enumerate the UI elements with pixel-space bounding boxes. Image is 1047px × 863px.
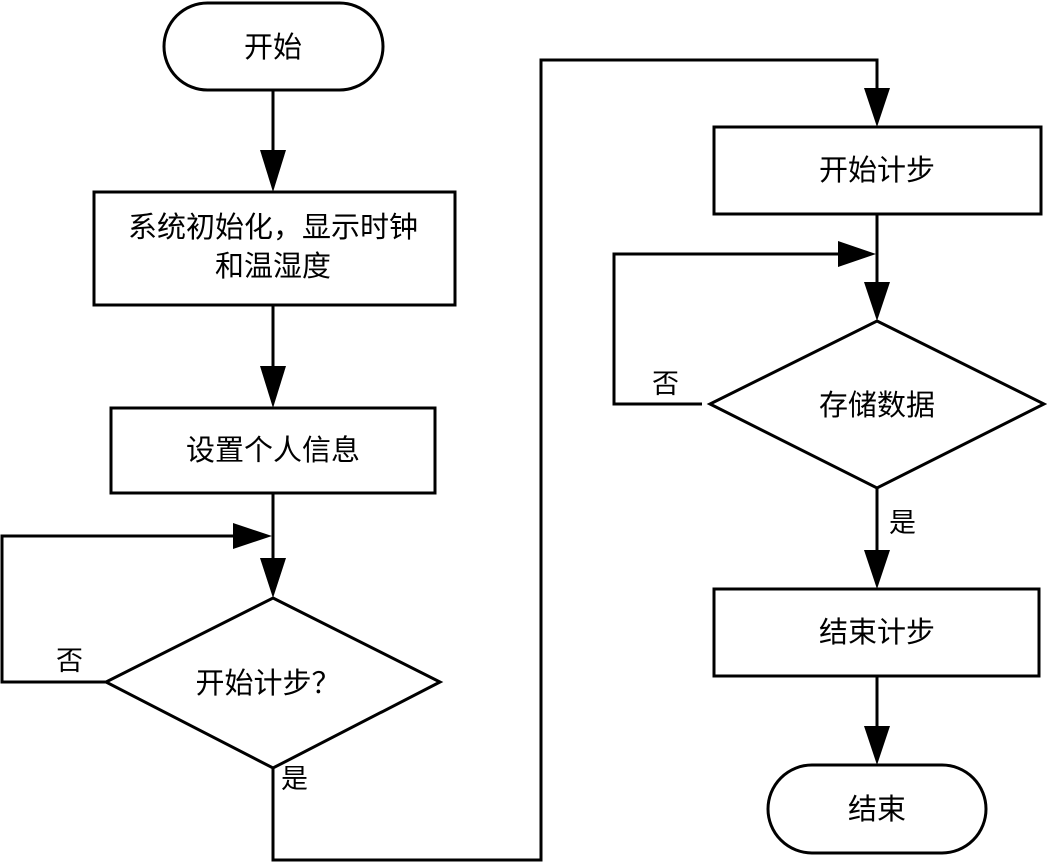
edge-endstep-end-arrowhead bbox=[864, 726, 890, 765]
edge-decision2-yes-arrowhead bbox=[864, 550, 890, 589]
edge-startstep-decision2-arrowhead bbox=[864, 282, 890, 321]
edge-label-no-2: 否 bbox=[652, 369, 679, 400]
edge-decision1-no-loop bbox=[0, 534, 233, 684]
node-set-info-label: 设置个人信息 bbox=[186, 433, 360, 467]
edge-decision1-yes-arrowhead bbox=[864, 88, 890, 127]
edge-decision2-no-arrowhead bbox=[838, 241, 876, 267]
node-start-step-question: 开始计步？ bbox=[102, 596, 444, 770]
edge-label-yes-1: 是 bbox=[281, 764, 308, 795]
node-start-step: 开始计步 bbox=[712, 125, 1043, 216]
process-shape bbox=[92, 190, 457, 307]
connectors bbox=[0, 58, 890, 862]
terminal-shape bbox=[162, 1, 385, 92]
decision-shape bbox=[102, 596, 444, 770]
edge-decision2-no-loop bbox=[612, 252, 838, 406]
process-shape bbox=[109, 406, 437, 495]
node-init: 系统初始化，显示时钟 和温湿度 bbox=[92, 190, 457, 307]
process-shape bbox=[712, 587, 1041, 678]
node-end-step: 结束计步 bbox=[712, 587, 1041, 678]
edge-decision1-yes-path bbox=[271, 58, 879, 862]
node-end-step-label: 结束计步 bbox=[819, 615, 935, 649]
node-set-info: 设置个人信息 bbox=[109, 406, 437, 495]
node-store-data-label: 存储数据 bbox=[819, 388, 935, 422]
edge-start-init-arrowhead bbox=[260, 150, 286, 192]
edge-setinfo-decision-arrowhead bbox=[260, 558, 286, 598]
node-init-label-line2: 和温湿度 bbox=[215, 249, 331, 283]
terminal-shape bbox=[766, 763, 988, 855]
edge-label-no-1: 否 bbox=[56, 646, 83, 677]
edge-label-yes-2: 是 bbox=[889, 508, 916, 539]
node-start-step-label: 开始计步 bbox=[819, 153, 935, 187]
node-start: 开始 bbox=[162, 1, 385, 92]
edge-init-setinfo-arrowhead bbox=[260, 366, 286, 408]
decision-shape bbox=[706, 319, 1047, 490]
node-end-label: 结束 bbox=[848, 792, 906, 826]
edge-decision1-no-arrowhead bbox=[233, 523, 272, 549]
node-init-label-line1: 系统初始化，显示时钟 bbox=[128, 210, 418, 244]
node-end: 结束 bbox=[766, 763, 988, 855]
process-shape bbox=[712, 125, 1043, 216]
node-store-data: 存储数据 bbox=[706, 319, 1047, 490]
node-start-label: 开始 bbox=[244, 30, 302, 64]
node-start-step-question-label: 开始计步？ bbox=[195, 666, 340, 700]
